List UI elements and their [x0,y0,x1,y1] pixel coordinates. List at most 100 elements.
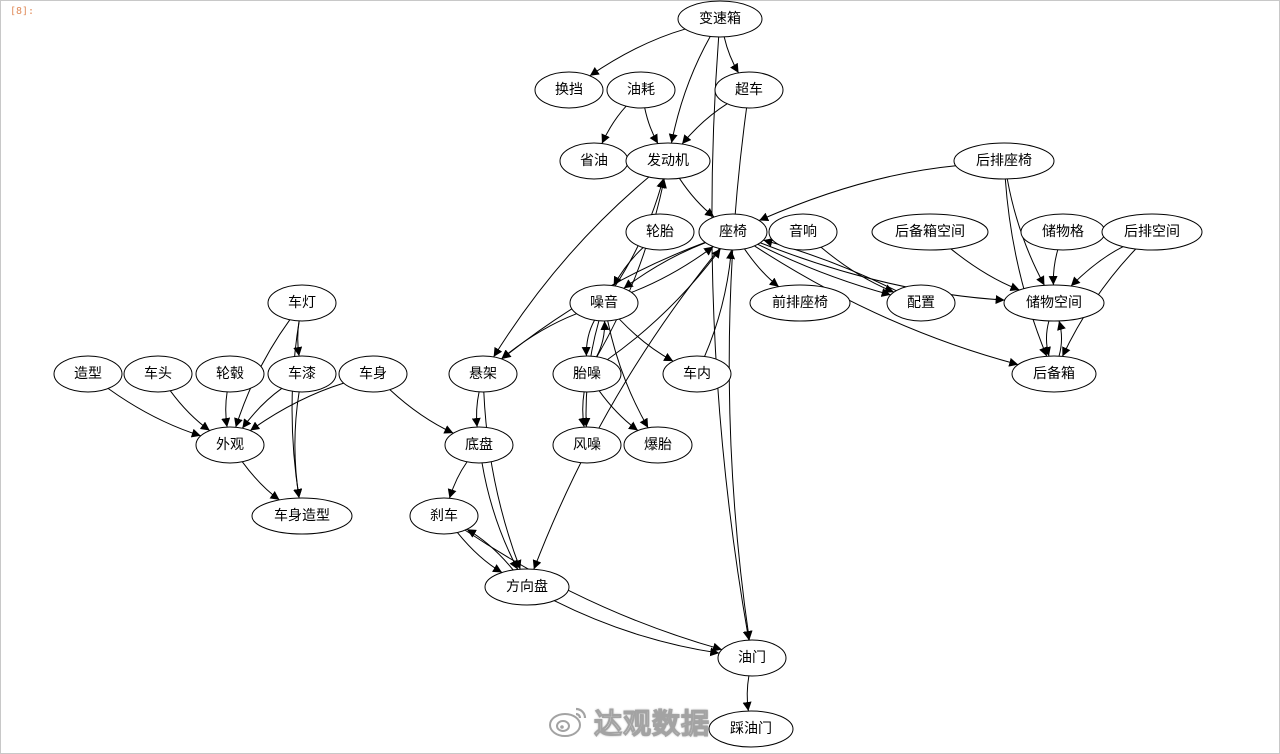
edge-yinxiang-to-peizhi [820,246,895,293]
node-label-waiguan: 外观 [216,437,244,453]
node-ellipse-chenei [662,355,732,393]
node-label-peizhi: 配置 [907,295,935,311]
edge-youhao-to-fadongji [644,107,659,144]
node-ellipse-caiyoumen [708,710,794,748]
node-ellipse-xuanjia [448,355,518,393]
edge-dipan-to-shache [447,461,468,499]
node-label-zaoyin: 噪音 [590,294,618,311]
node-label-baotai: 爆胎 [644,437,672,453]
edge-taizao-to-fadongji [596,178,667,358]
edge-lungu-to-waiguan [221,391,231,428]
edge-chaqi-to-waiguan [241,388,283,429]
edge-youmen-to-caiyoumen [742,675,752,712]
node-ellipse-chaqi [267,355,337,393]
node-biansuxiang: 变速箱 [677,0,763,38]
node-ellipse-baotai [623,426,693,464]
edges-layer [107,28,1137,712]
node-label-houpaikongjian: 后排空间 [1124,224,1180,240]
node-houpaikongjian: 后排空间 [1101,213,1203,251]
node-fangxiangpan: 方向盘 [484,568,570,606]
node-ellipse-cheshen [338,355,408,393]
edge-zaoyin-to-chenei [618,318,674,362]
edge-houpaizuoyi-to-zuoyi [758,165,956,221]
node-label-shengyou: 省油 [580,153,608,169]
edge-chuwukongjian-to-houbeixiang [1042,320,1051,357]
node-label-fengzao: 风噪 [573,437,601,453]
node-label-chetou: 车头 [144,365,172,382]
node-ellipse-taizao [552,355,622,393]
edge-chetou-to-waiguan [169,390,211,431]
edge-xuanjia-to-dipan [471,391,481,428]
node-chetou: 车头 [123,355,193,393]
edge-zaoyin-to-taizao [581,320,595,357]
node-label-chaqi: 车漆 [288,365,316,382]
edge-houpaizuoyi-to-houbeixiang [1004,178,1048,357]
edge-zuoyi-to-peizhi [757,243,891,297]
node-chuwuge: 储物格 [1020,213,1106,251]
edge-fangxiangpan-to-shache [466,528,514,571]
edge-taizao-to-baotai [598,390,639,431]
node-chaoche: 超车 [714,71,784,109]
node-label-caiyoumen: 踩油门 [730,721,772,737]
node-label-houbeixiangkongjian: 后备箱空间 [895,223,965,240]
node-caiyoumen: 踩油门 [708,710,794,748]
edge-biansuxiang-to-fadongji [668,36,711,144]
node-label-chedeng: 车灯 [288,294,316,311]
node-zaoxing: 造型 [53,355,123,393]
node-label-fangxiangpan: 方向盘 [506,578,548,595]
node-label-houpaizuoyi: 后排座椅 [976,153,1032,169]
node-ellipse-cheshenzaoxing [251,497,353,535]
edge-shache-to-fangxiangpan [457,532,503,573]
edge-biansuxiang-to-huandang [589,28,686,77]
node-shache: 刹车 [409,497,479,535]
node-label-lungu: 轮毂 [216,366,244,382]
edge-youhao-to-shengyou [601,105,627,144]
node-ellipse-qianpaizuoyi [749,284,851,322]
edge-xuanjia-to-fangxiangpan [483,391,522,570]
edge-zaoyin-to-zuoyi [631,246,714,293]
node-label-qianpaizuoyi: 前排座椅 [772,294,828,311]
node-chaqi: 车漆 [267,355,337,393]
cell-prompt: [8]: [10,6,35,17]
edge-biansuxiang-to-youmen [711,36,752,641]
node-label-youhao: 油耗 [627,82,655,98]
node-label-biansuxiang: 变速箱 [699,11,741,27]
node-label-cheshen: 车身 [359,365,387,382]
node-ellipse-dipan [444,426,514,464]
node-label-fadongji: 发动机 [647,153,689,169]
edge-cheshen-to-dipan [389,389,454,434]
edge-biansuxiang-to-chaoche [723,36,740,74]
node-chuwukongjian: 储物空间 [1003,284,1105,322]
edge-chaoche-to-youmen [728,107,753,641]
node-label-cheshenzaoxing: 车身造型 [274,507,330,524]
edge-taizao-to-zuoyi [607,248,721,361]
node-cheshen: 车身 [338,355,408,393]
node-ellipse-houpaikongjian [1101,213,1203,251]
node-ellipse-youhao [606,71,676,109]
edge-chenei-to-zuoyi [704,249,736,357]
node-label-shache: 刹车 [430,507,458,524]
node-peizhi: 配置 [886,284,956,322]
node-dipan: 底盘 [444,426,514,464]
node-ellipse-houbeixiangkongjian [871,213,989,251]
node-ellipse-lungu [195,355,265,393]
node-ellipse-luntai [625,213,695,251]
edge-zaoyin-to-xuanjia [501,313,577,360]
edge-fangxiangpan-to-youmen [554,600,720,657]
node-ellipse-youmen [717,639,787,677]
node-ellipse-biansuxiang [677,0,763,38]
edge-waiguan-to-cheshenzaoxing [241,461,280,501]
weibo-icon [549,707,587,737]
node-youmen: 油门 [717,639,787,677]
node-label-chuwuge: 储物格 [1042,224,1084,240]
node-houpaizuoyi: 后排座椅 [953,142,1055,180]
node-ellipse-waiguan [195,426,265,464]
edge-chaqi-to-cheshenzaoxing [293,391,303,499]
edge-zuoyi-to-qianpaizuoyi [744,248,780,288]
node-ellipse-chuwukongjian [1003,284,1105,322]
node-ellipse-houbeixiang [1011,355,1097,393]
node-label-houbeixiang: 后备箱 [1033,365,1075,382]
node-zuoyi: 座椅 [698,213,768,251]
node-fengzao: 风噪 [552,426,622,464]
